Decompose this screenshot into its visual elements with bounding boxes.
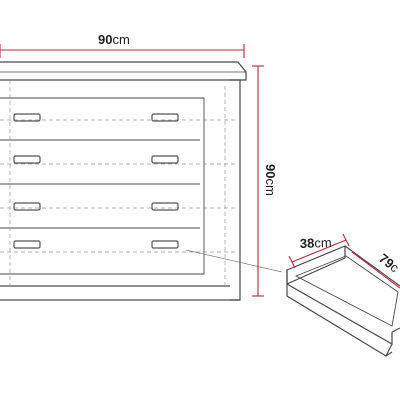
handle-icon	[13, 155, 41, 164]
handle-icon	[13, 202, 41, 211]
right-side-panel	[230, 79, 241, 301]
drawer-bottom	[286, 284, 393, 357]
drawer-width-label: 38cm	[300, 235, 332, 251]
drawer-width-dimension	[288, 233, 350, 269]
drawer-depth-dimension	[351, 251, 400, 289]
hidden-lines	[0, 80, 238, 286]
handle-icon	[151, 155, 179, 164]
width-label: 90cm	[98, 32, 130, 47]
height-dimension	[252, 65, 264, 297]
width-dimension	[0, 44, 245, 58]
handle-icon	[13, 240, 41, 249]
front-frame	[0, 97, 205, 275]
handle-icon	[151, 202, 179, 211]
drawer-left-side	[286, 270, 393, 346]
height-label: 90cm	[263, 164, 278, 196]
drawer-handles	[13, 113, 179, 249]
handle-icon	[151, 240, 179, 249]
handle-icon	[13, 113, 41, 122]
open-drawer	[286, 245, 400, 357]
drawer-inner	[294, 255, 399, 327]
chest-of-drawers	[0, 61, 247, 301]
plinth	[0, 285, 240, 301]
top-plate	[0, 61, 247, 81]
handle-icon	[151, 113, 179, 122]
drawer-right-side	[344, 245, 400, 333]
drawer-separators	[0, 139, 200, 229]
leader-line	[185, 249, 283, 273]
